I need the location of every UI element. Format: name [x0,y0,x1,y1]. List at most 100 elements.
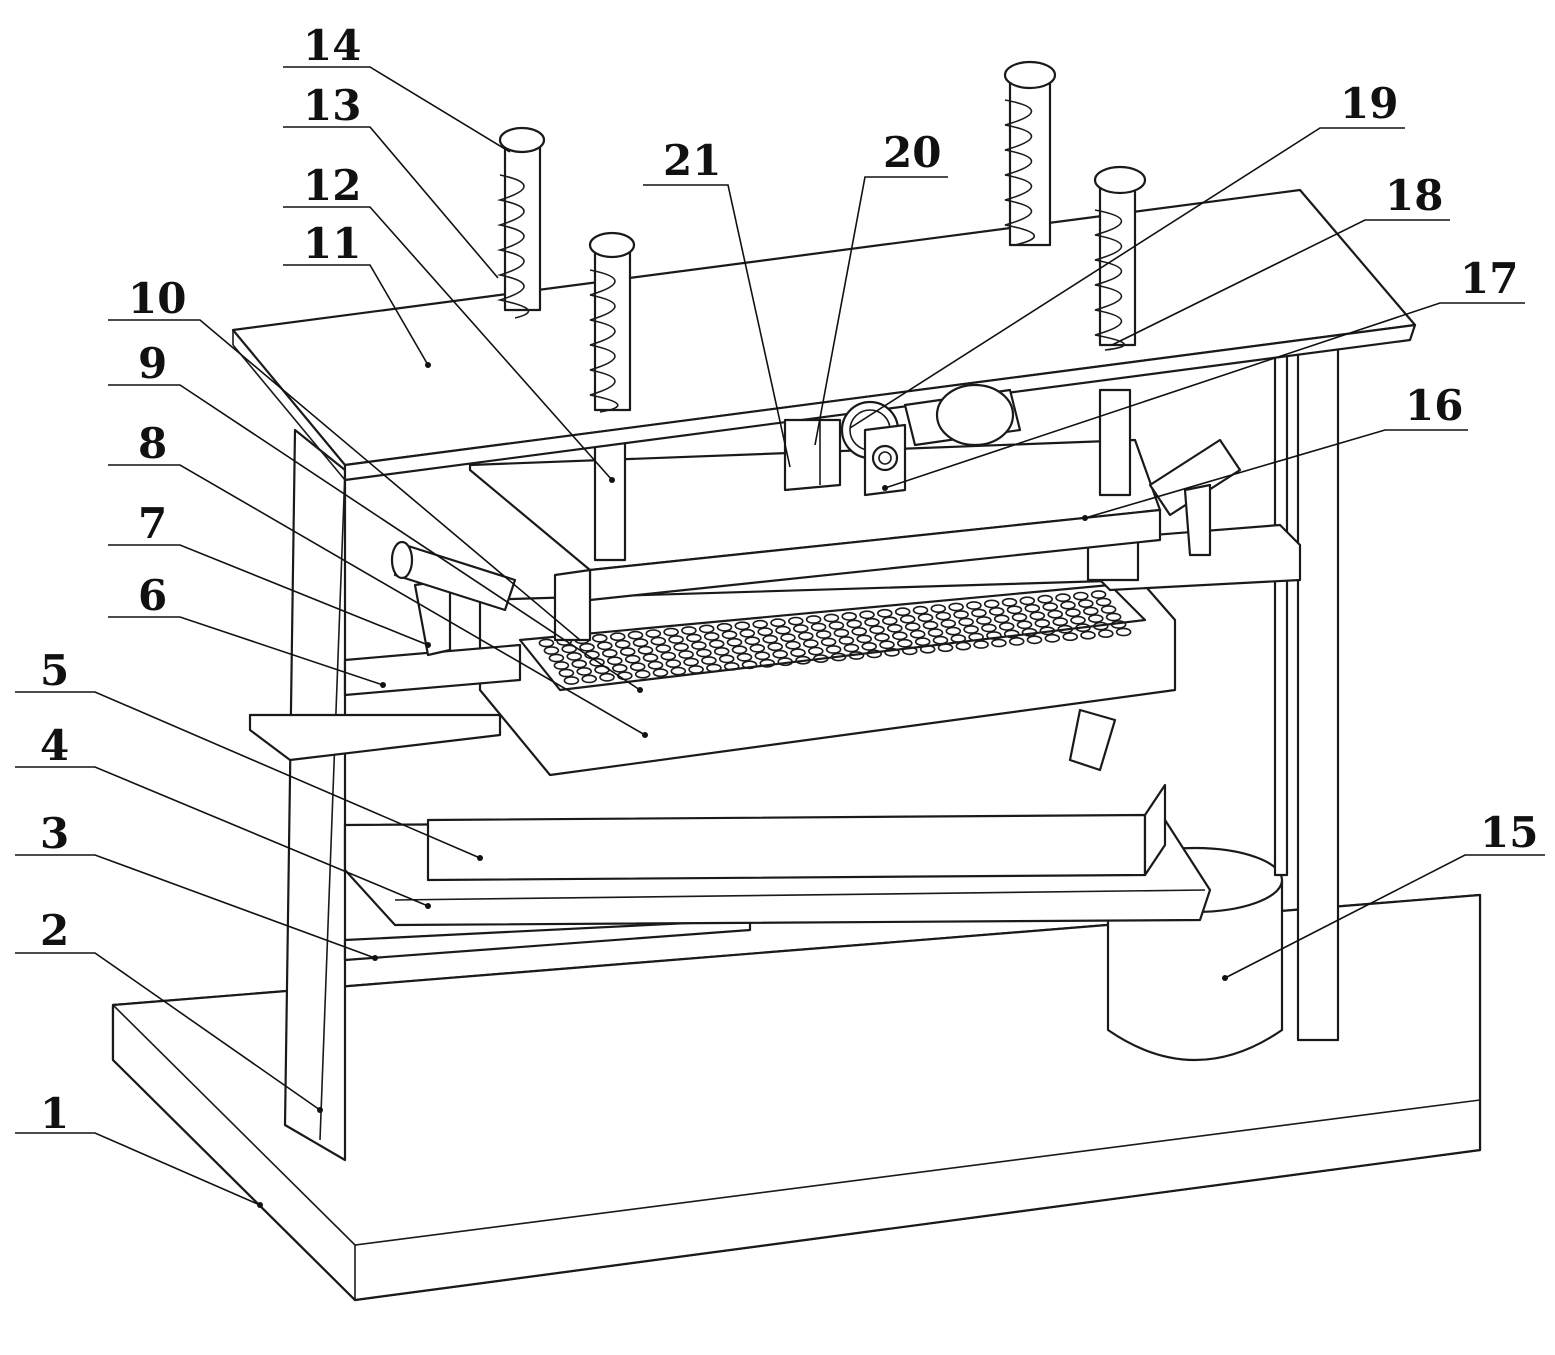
sieve-hole [1021,627,1038,637]
sieve-hole [988,607,1005,616]
callout-12: 12 [303,161,361,210]
sieve-hole [968,632,984,642]
leader-lines [15,66,1545,1206]
sieve-hole [884,647,900,657]
lower-left-shelf [248,713,502,762]
sieve-hole [815,630,832,639]
sieve-hole [713,647,730,656]
callout-10: 10 [128,274,186,323]
sieve-hole [1093,621,1109,631]
sieve-hole [1011,612,1028,622]
sieve-hole [698,624,715,634]
sieve-hole [1080,630,1096,640]
sieve-hole [1047,609,1063,619]
sieve-hole [1055,593,1071,603]
sieve-hole [1073,591,1089,601]
sieve-hole [736,652,753,662]
sieve-hole [896,638,913,648]
sieve-hole [981,623,997,633]
callout-7: 7 [138,499,167,548]
sieve-hole [767,642,784,652]
sieve-hole [1078,599,1094,608]
leader-dots [257,362,1228,1208]
sieve-hole [757,627,774,637]
sieve-hole [1037,594,1053,604]
sieve-hole [843,643,860,653]
callout-14: 14 [303,21,361,70]
sieve-hole [624,654,641,664]
leader-8 [108,464,646,736]
sieve-hole [991,638,1007,648]
sieve-hole [655,644,672,653]
sieve-hole [901,646,918,656]
sieve-hole [754,651,771,661]
callout-2: 2 [40,906,69,955]
leader-13 [283,126,499,279]
sieve-hole [945,626,962,636]
leader-15 [1224,854,1545,979]
sieve-hole [775,625,791,635]
sieve-hole [790,648,806,658]
sieve-hole [899,614,916,624]
sieve-hole [739,628,756,638]
sieve-hole [823,613,840,623]
sieve-hole [670,666,687,676]
sieve-hole [721,630,738,640]
sieve-hole [838,636,855,645]
sieve-hole [581,674,598,684]
sieve-hole [731,645,748,655]
sieve-hole [866,649,883,659]
sieve-hole [599,672,615,682]
sieve-hole [1024,603,1041,613]
sieve-hole [726,637,743,647]
sieve-hole [919,644,936,654]
sieve-hole [820,637,837,647]
sieve-hole [708,639,725,649]
leader-6 [108,616,384,686]
sieve-hole [634,669,651,679]
sieve-hole [1115,627,1132,637]
sieve-hole [1029,611,1046,621]
sieve-hole [1016,620,1033,630]
sieve-hole [749,643,766,653]
press-plate [468,438,1162,642]
sieve-hole [812,654,829,663]
sieve-hole [650,636,667,646]
sieve-hole [696,648,712,658]
support-bar [343,918,752,962]
sieve-hole [1001,597,1018,607]
sieve-hole [772,649,789,659]
sieve-hole [1060,600,1076,610]
sieve-hole [914,637,931,647]
sieve-hole [874,632,890,642]
callout-16: 16 [1405,381,1463,430]
sieve-hole [611,663,628,673]
callout-6: 6 [138,571,167,620]
callout-19: 19 [1340,79,1398,128]
leader-17 [884,302,1525,489]
sieve-hole [1070,615,1086,625]
sieve-hole [807,646,824,656]
tray-hanger [1068,708,1117,772]
leader-5 [15,691,481,859]
sieve-hole [963,625,979,634]
side-arm [343,643,522,697]
leader-4 [15,766,429,907]
sieve-hole [937,643,954,653]
sieve-hole [663,627,679,637]
sieve-hole [538,638,555,648]
callout-8: 8 [138,419,167,468]
spring-rod-2 [588,231,636,413]
sieve-hole [1006,605,1023,615]
sieve-hole [752,619,769,629]
callout-21: 21 [663,136,721,185]
leader-3 [15,854,376,959]
sieve-hole [780,633,796,643]
sieve-hole [958,617,974,627]
sieve-hole [673,642,689,652]
leader-16 [1084,429,1468,519]
sieve-hole [1057,624,1073,634]
sieve-hole [703,632,720,641]
sieve-hole [986,631,1002,640]
sieve-hole [762,634,779,644]
